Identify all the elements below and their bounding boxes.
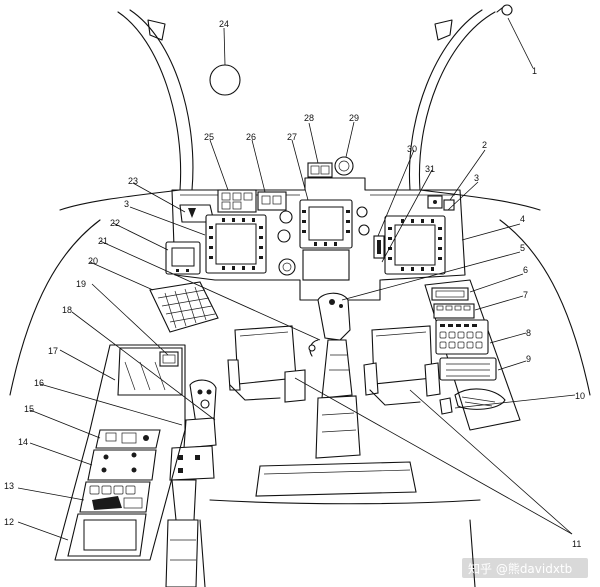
standby-display: [165, 241, 201, 275]
callout-9: 9: [526, 354, 531, 364]
leader-lines: [17, 17, 576, 541]
callout-5: 5: [520, 243, 525, 253]
callout-12: 12: [4, 517, 14, 527]
callout-31: 31: [425, 164, 435, 174]
callout-24: 24: [219, 19, 229, 29]
callout-10: 10: [575, 391, 585, 401]
callout-14: 14: [18, 437, 28, 447]
callout-11: 11: [572, 539, 581, 549]
canopy-handle: [496, 4, 513, 16]
instrument-panel: [171, 156, 466, 301]
callout-17: 17: [48, 346, 58, 356]
right-console: [424, 279, 521, 431]
watermark-text: 知乎 @熊davidxtb: [468, 561, 572, 576]
callout-27: 27: [287, 132, 297, 142]
callout-20: 20: [88, 256, 98, 266]
callout-8: 8: [526, 328, 531, 338]
left-seat: [227, 325, 306, 403]
callout-25: 25: [204, 132, 214, 142]
callout-23: 23: [128, 176, 138, 186]
callout-6: 6: [523, 265, 528, 275]
callout-15: 15: [24, 404, 34, 414]
callout-30: 30: [407, 144, 417, 154]
callout-3-right: 3: [474, 173, 479, 183]
callout-13: 13: [4, 481, 14, 491]
callout-28: 28: [304, 113, 314, 123]
floor-rails: [199, 461, 481, 587]
callout-7: 7: [523, 290, 528, 300]
callout-1: 1: [532, 66, 537, 76]
right-seat: [363, 325, 441, 406]
callout-2: 2: [482, 140, 487, 150]
overhead-light: [209, 64, 241, 96]
callout-19: 19: [76, 279, 86, 289]
left-collective: [165, 379, 217, 587]
callout-16: 16: [34, 378, 44, 388]
center-stick: [308, 292, 361, 459]
callout-4: 4: [520, 214, 525, 224]
callout-22: 22: [110, 218, 120, 228]
callout-26: 26: [246, 132, 256, 142]
callout-29: 29: [349, 113, 359, 123]
keyboard: [149, 281, 219, 333]
callout-labels: 1 2 3 3 4 5 6 7 8 9 10 11 12 13 14 15 16…: [4, 19, 585, 549]
callout-3-left: 3: [124, 199, 129, 209]
watermark: 知乎 @熊davidxtb: [462, 558, 588, 578]
canopy-frame: [9, 9, 591, 396]
callout-18: 18: [62, 305, 72, 315]
left-console: [54, 344, 186, 561]
callout-21: 21: [98, 236, 108, 246]
